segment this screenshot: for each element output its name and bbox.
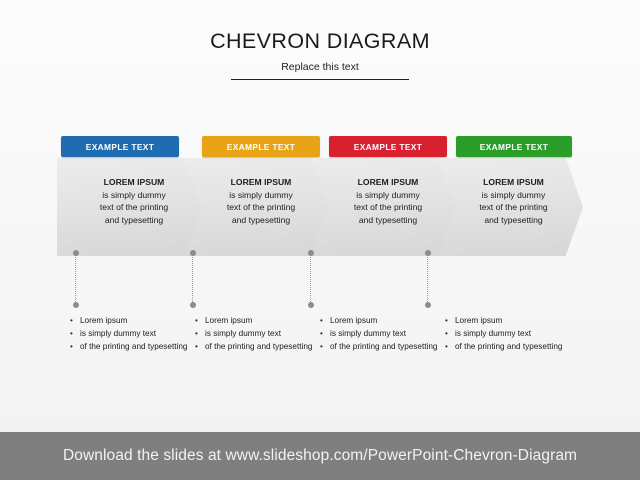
bullet-marker-icon: • — [70, 328, 73, 338]
bullet-list-1: • Lorem ipsum • is simply dummy text • of the… — [68, 315, 192, 354]
bullet-marker-icon: • — [195, 328, 198, 338]
connector-dot-top — [189, 250, 196, 256]
bullet-marker-icon: • — [70, 341, 73, 351]
bullet-marker-icon: • — [195, 316, 198, 325]
connector-dot-top — [307, 250, 314, 256]
list-item: • of the printing and typesetting — [68, 341, 192, 353]
chevron-header-2[interactable]: EXAMPLE TEXT — [202, 136, 320, 157]
list-item-label: of the printing and typesetting — [455, 341, 563, 351]
list-item-label: Lorem ipsum — [205, 316, 253, 325]
list-item-label: Lorem ipsum — [330, 316, 378, 325]
chevron-body-text: LOREM IPSUM is simply dummy text of the pr… — [311, 176, 459, 226]
list-item: • Lorem ipsum — [193, 315, 317, 327]
list-item: • of the printing and typesetting — [193, 341, 317, 353]
list-item: • of the printing and typesetting — [318, 341, 442, 353]
connector-dot-bottom — [72, 302, 79, 308]
connector-dot-bottom — [307, 302, 314, 308]
connector-dot-bottom — [189, 302, 196, 308]
bullet-marker-icon: • — [320, 316, 323, 325]
bullet-list-4: • Lorem ipsum • is simply dummy text • of the… — [443, 315, 567, 354]
page-subtitle: Replace this text — [281, 61, 359, 73]
connector-line-4 — [424, 250, 431, 308]
bullet-marker-icon: • — [70, 316, 73, 325]
chevron-body-line: text of the printing — [353, 202, 423, 213]
footer-banner: Download the slides at www.slideshop.com… — [0, 432, 640, 480]
chevron-body-line: text of the printing — [226, 202, 296, 213]
chevron-header-1[interactable]: EXAMPLE TEXT — [61, 136, 179, 157]
chevron-body-line: and typesetting — [358, 214, 418, 225]
bullet-list-3: • Lorem ipsum • is simply dummy text • of the… — [318, 315, 442, 354]
bullet-marker-icon: • — [445, 328, 448, 338]
list-item-label: of the printing and typesetting — [205, 341, 313, 351]
list-item-label: of the printing and typesetting — [80, 341, 188, 351]
list-item-label: Lorem ipsum — [80, 316, 128, 325]
connector-dotted-line — [310, 254, 311, 304]
bullet-marker-icon: • — [445, 341, 448, 351]
connector-dot-top — [72, 250, 79, 256]
chevron-body-line: is simply dummy — [229, 189, 293, 200]
chevron-shape — [184, 158, 332, 256]
bullet-list-2: • Lorem ipsum • is simply dummy text • of the… — [193, 315, 317, 354]
chevron-step-4[interactable]: LOREM IPSUM is simply dummy text of the pr… — [438, 158, 583, 256]
chevron-header-label: EXAMPLE TEXT — [479, 141, 549, 152]
page-title: CHEVRON DIAGRAM — [210, 29, 430, 53]
chevron-body-lead: LOREM IPSUM — [103, 177, 165, 187]
bullet-marker-icon: • — [320, 328, 323, 338]
list-item-label: is simply dummy text — [205, 328, 281, 338]
chevron-body-lead: LOREM IPSUM — [357, 177, 419, 187]
chevron-step-1[interactable]: LOREM IPSUM is simply dummy text of the pr… — [57, 158, 205, 256]
chevron-step-2[interactable]: LOREM IPSUM is simply dummy text of the pr… — [184, 158, 332, 256]
list-item: • Lorem ipsum — [443, 315, 567, 327]
chevron-header-label: EXAMPLE TEXT — [353, 141, 423, 152]
chevron-shape — [57, 158, 205, 256]
bullet-marker-icon: • — [445, 316, 448, 325]
list-item: • is simply dummy text — [443, 328, 567, 340]
connector-dotted-line — [75, 254, 76, 304]
list-item-label: Lorem ipsum — [455, 316, 503, 325]
chevron-body-lead: LOREM IPSUM — [230, 177, 292, 187]
chevron-header-4[interactable]: EXAMPLE TEXT — [456, 136, 572, 157]
list-item: • of the printing and typesetting — [443, 341, 567, 353]
chevron-body-line: is simply dummy — [102, 189, 166, 200]
chevron-body-lead: LOREM IPSUM — [483, 177, 544, 187]
list-item: • is simply dummy text — [193, 328, 317, 340]
bullet-marker-icon: • — [320, 341, 323, 351]
chevron-shape — [311, 158, 459, 256]
list-item-label: is simply dummy text — [330, 328, 406, 338]
list-item-label: is simply dummy text — [80, 328, 156, 338]
connector-dot-bottom — [424, 302, 431, 308]
chevron-row: LOREM IPSUM is simply dummy text of the pr… — [57, 136, 583, 256]
connector-dot-top — [424, 250, 431, 256]
chevron-shape — [438, 158, 583, 256]
connector-line-1 — [72, 250, 79, 308]
connector-line-2 — [189, 250, 196, 308]
chevron-body-line: and typesetting — [231, 214, 291, 225]
chevron-header-label: EXAMPLE TEXT — [226, 141, 296, 152]
footer-text: Download the slides at www.slideshop.com… — [62, 447, 578, 464]
list-item: • is simply dummy text — [68, 328, 192, 340]
title-block: CHEVRON DIAGRAM Replace this text — [0, 28, 640, 80]
chevron-body-text: LOREM IPSUM is simply dummy text of the pr… — [57, 176, 205, 226]
chevron-body-line: and typesetting — [484, 214, 543, 225]
list-item: • Lorem ipsum — [68, 315, 192, 327]
connector-dotted-line — [192, 254, 193, 304]
chevron-header-3[interactable]: EXAMPLE TEXT — [329, 136, 447, 157]
list-item-label: is simply dummy text — [455, 328, 531, 338]
chevron-body-text: LOREM IPSUM is simply dummy text of the pr… — [438, 176, 583, 226]
list-item: • Lorem ipsum — [318, 315, 442, 327]
list-item-label: of the printing and typesetting — [330, 341, 438, 351]
bullet-marker-icon: • — [195, 341, 198, 351]
chevron-body-line: text of the printing — [479, 202, 548, 213]
chevron-body-line: is simply dummy — [356, 189, 420, 200]
chevron-body-line: is simply dummy — [481, 189, 546, 200]
title-divider — [231, 79, 409, 80]
chevron-body-line: text of the printing — [99, 202, 169, 213]
chevron-body-text: LOREM IPSUM is simply dummy text of the pr… — [184, 176, 332, 226]
chevron-step-3[interactable]: LOREM IPSUM is simply dummy text of the pr… — [311, 158, 459, 256]
chevron-body-line: and typesetting — [104, 214, 164, 225]
connector-dotted-line — [427, 254, 428, 304]
chevron-header-label: EXAMPLE TEXT — [85, 141, 155, 152]
connector-line-3 — [307, 250, 314, 308]
list-item: • is simply dummy text — [318, 328, 442, 340]
